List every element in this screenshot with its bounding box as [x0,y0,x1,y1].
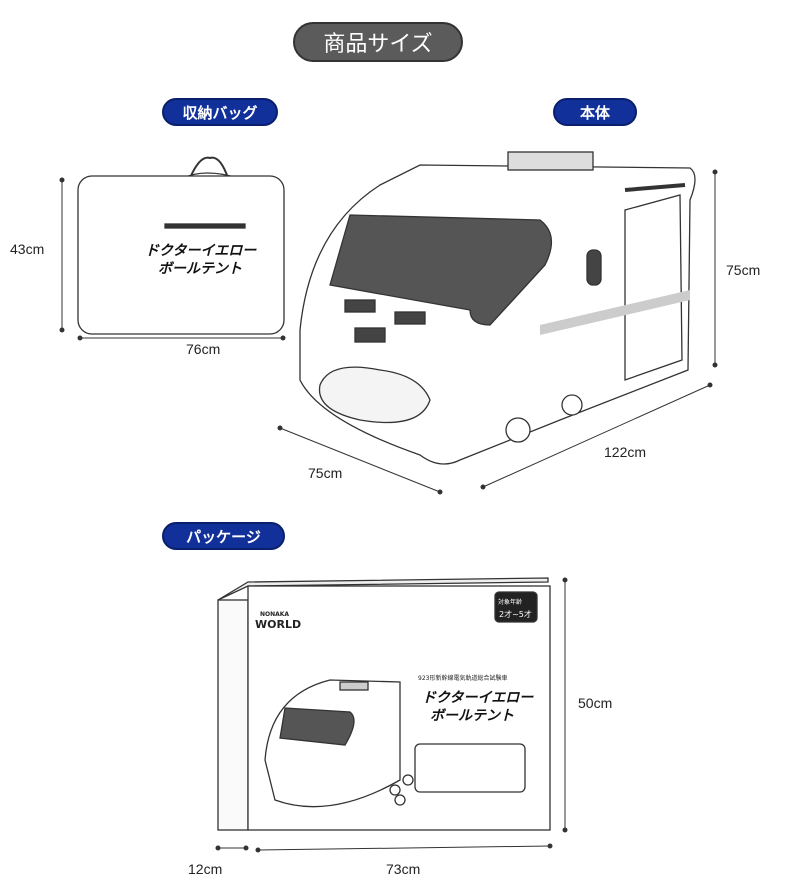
bag-width: 76cm [186,341,221,357]
brand-line2: WORLD [255,618,301,631]
package-height: 50cm [578,695,613,711]
body-label: 本体 [553,98,637,126]
age-value: 2才~5才 [499,609,532,619]
product-subtitle: 923形新幹線電気軌道総合試験車 [418,674,507,682]
storage-bag-illustration [77,156,285,335]
age-label: 対象年齢 [498,598,522,606]
box-logo-line2: ボールテント [430,708,514,724]
bag-label: 収納バッグ [162,98,278,126]
tent-dimension-lines [277,169,718,495]
package-illustration [217,577,551,831]
bag-height: 43cm [10,241,45,257]
body-length: 122cm [604,444,647,460]
package-dimension-lines [215,577,568,853]
bag-logo-line2: ボールテント [158,261,242,277]
body-height: 75cm [726,262,761,278]
body-depth: 75cm [308,465,343,481]
package-depth: 12cm [188,861,223,877]
section-title: 商品サイズ [293,22,463,62]
bag-dimension-lines [59,177,286,341]
tent-illustration [299,151,696,465]
brand-line1: NONAKA [260,611,289,618]
package-label: パッケージ [162,522,285,550]
bag-logo-line1: ドクターイエロー [145,243,257,259]
box-logo-line1: ドクターイエロー [422,690,534,706]
package-width: 73cm [386,861,421,877]
